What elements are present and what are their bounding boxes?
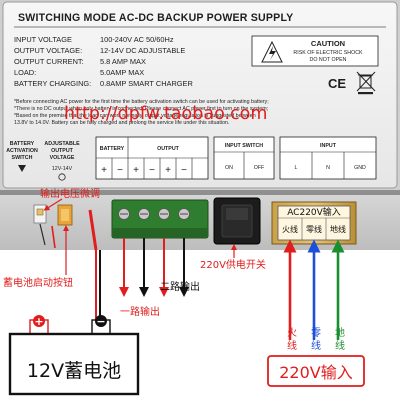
panel-legend: BATTERY ACTIVATION SWITCH ADJUSTABLE OUT…	[6, 136, 377, 181]
battery-plus-icon	[33, 315, 45, 327]
red-lead	[88, 209, 98, 251]
switch-off-label: OFF	[254, 165, 265, 171]
input-n-label: N	[326, 165, 330, 171]
arrow-down-icon	[18, 165, 26, 172]
panel-text: ADJUSTABLE	[44, 141, 80, 147]
input-table	[279, 136, 377, 180]
trim-screw-icon	[36, 208, 44, 216]
switch-on-label: ON	[225, 165, 233, 171]
terminal-cell-neutral: 零线	[306, 224, 322, 234]
callout-ac-input: 220V输入	[279, 363, 353, 382]
caution-line: RISK OF ELECTRIC SHOCK	[293, 50, 363, 56]
input-gnd-label: GND	[354, 165, 366, 171]
panel-text: BATTERY	[10, 141, 35, 147]
spec-name: INPUT VOLTAGE	[14, 35, 72, 44]
spec-value: 100-240V AC 50/60Hz	[100, 35, 174, 44]
callout-ground-1: 地	[335, 326, 345, 339]
panel-text: ACTIVATION	[6, 148, 38, 154]
note-line: *Before connecting AC power for the firs…	[14, 99, 269, 105]
output-terminal-block	[111, 199, 209, 239]
caution-box: CAUTION RISK OF ELECTRIC SHOCK DO NOT OP…	[251, 35, 379, 67]
spec-value: 5.8 AMP MAX	[100, 57, 146, 66]
ac-input-callout: 220V输入	[267, 355, 365, 387]
callout-live-1: 火	[287, 327, 297, 339]
note-line: 13.8V to 14.0V. Battery can be fully cha…	[14, 120, 229, 126]
spec-list: INPUT VOLTAGE 100-240V AC 50/60Hz OUTPUT…	[14, 35, 193, 88]
callout-output-1: 一路输出	[120, 305, 160, 318]
polarity-mark: +	[101, 165, 107, 176]
polarity-mark: +	[133, 165, 139, 176]
lightning-icon	[269, 46, 276, 60]
button-cap	[61, 209, 69, 221]
ce-mark: CE	[328, 76, 346, 91]
note-line: *Based on the premise that the load can …	[14, 113, 256, 119]
notes: *Before connecting AC power for the firs…	[14, 99, 269, 126]
input-switch-header: INPUT SWITCH	[225, 143, 263, 149]
spec-value: 5.0AMP MAX	[100, 68, 144, 77]
cable-strand	[51, 225, 56, 249]
trim-pot-icon	[58, 173, 66, 181]
spec-value: 12-14V DC ADJUSTABLE	[100, 46, 185, 55]
callout-battery-start: 蓄电池启动按钮	[3, 276, 73, 289]
callout-ground-2: 线	[335, 339, 345, 352]
panel-text: 12V-14V	[52, 166, 73, 172]
watermark-url: http://dpfw.taobao.com	[64, 104, 267, 124]
cable-strand	[39, 223, 46, 246]
spec-name: OUTPUT CURRENT:	[14, 57, 84, 66]
label-title: SWITCHING MODE AC-DC BACKUP POWER SUPPLY	[18, 12, 293, 24]
polarity-mark: −	[117, 165, 123, 176]
battery-label: 12V蓄电池	[27, 360, 121, 382]
panel-text: VOLTAGE	[50, 155, 75, 161]
spec-name: BATTERY CHARGING:	[14, 79, 91, 88]
spec-name: OUTPUT VOLTAGE:	[14, 46, 82, 55]
caution-title: CAUTION	[311, 39, 345, 48]
chassis-edge	[0, 190, 400, 195]
battery-plus: +	[34, 315, 43, 328]
callout-live-2: 线	[287, 339, 297, 352]
polarity-mark: −	[181, 165, 187, 176]
battery-minus-icon	[95, 315, 107, 327]
ac-input-terminal: AC220V输入 火线 零线 地线	[271, 201, 357, 245]
battery-12v: + − 12V蓄电池	[8, 315, 140, 396]
panel-text: SWITCH	[12, 155, 33, 161]
callout-neutral-2: 线	[311, 339, 321, 352]
panel-text: OUTPUT	[51, 148, 74, 154]
input-header: INPUT	[320, 143, 337, 149]
battery-body	[8, 332, 140, 396]
callout-220v-switch: 220V供电开关	[200, 258, 266, 271]
polarity-mark: −	[149, 165, 155, 176]
polarity-mark: +	[165, 165, 171, 176]
terminal-cell-live: 火线	[282, 224, 298, 234]
ac-input-title: AC220V输入	[287, 206, 341, 218]
callout-neutral-1: 零	[311, 327, 321, 339]
weee-bin-icon	[356, 71, 376, 95]
battery-header: BATTERY	[100, 146, 125, 152]
terminal-cell-ground: 地线	[330, 224, 346, 234]
callout-arrow	[43, 198, 63, 211]
caution-line: DO NOT OPEN	[310, 57, 347, 63]
spec-value: 0.8AMP SMART CHARGER	[100, 79, 193, 88]
callout-output-2: 二路输出	[160, 280, 200, 293]
output-header: OUTPUT	[157, 146, 180, 152]
power-rocker-switch[interactable]	[213, 197, 261, 245]
note-line: *There is no DC output when only battery…	[14, 106, 268, 112]
battery-minus: −	[96, 315, 105, 328]
spec-name: LOAD:	[14, 68, 36, 77]
callout-voltage-trim: 输出电压微调	[40, 187, 100, 200]
input-l-label: L	[295, 165, 298, 171]
